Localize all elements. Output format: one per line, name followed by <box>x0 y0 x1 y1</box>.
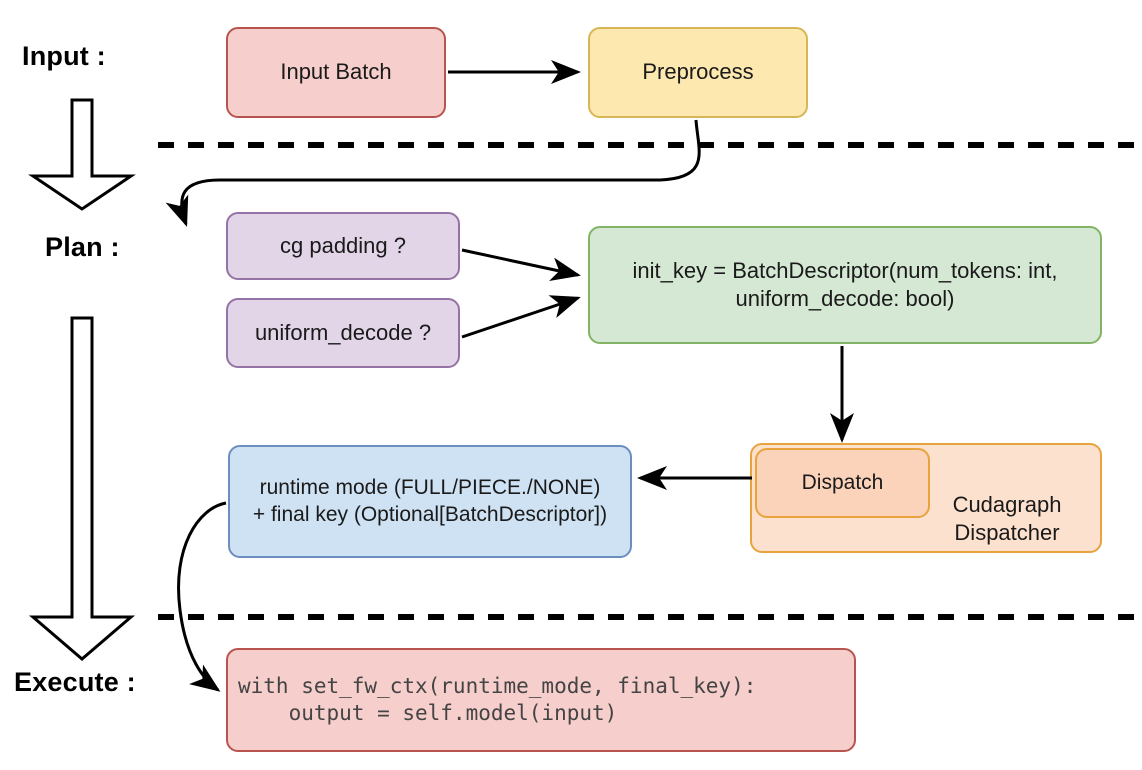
edge-preprocess-to-cg-padding <box>165 119 701 227</box>
node-dispatch-label: Dispatch <box>801 470 884 494</box>
node-preprocess-label: Preprocess <box>642 59 754 85</box>
node-input-batch[interactable]: Input Batch <box>226 27 446 118</box>
node-input-batch-label: Input Batch <box>280 59 392 85</box>
node-init-key-line2: uniform_decode: bool) <box>735 286 955 311</box>
node-runtime-mode[interactable]: runtime mode (FULL/PIECE./NONE) + final … <box>228 445 632 558</box>
edge-cg-padding-to-init-key <box>461 248 581 282</box>
node-init-key[interactable]: init_key = BatchDescriptor(num_tokens: i… <box>588 226 1102 344</box>
node-cudagraph-dispatcher-line1: Cudagraph <box>952 491 1062 517</box>
node-execute-code-line1: with set_fw_ctx(runtime_mode, final_key)… <box>238 674 757 699</box>
stage-label-input: Input : <box>22 41 106 71</box>
node-uniform-decode-label: uniform_decode ? <box>254 319 432 345</box>
node-cg-padding-label: cg padding ? <box>280 232 406 258</box>
edge-runtime-mode-to-code <box>177 501 227 692</box>
node-cg-padding[interactable]: cg padding ? <box>226 212 460 280</box>
node-runtime-mode-line2: + final key (Optional[BatchDescriptor]) <box>252 502 608 526</box>
node-uniform-decode[interactable]: uniform_decode ? <box>226 298 460 368</box>
stage-arrow-input-to-plan <box>28 98 136 211</box>
node-preprocess[interactable]: Preprocess <box>588 27 808 118</box>
stage-label-plan: Plan : <box>45 232 120 262</box>
node-execute-code-line2: output = self.model(input) <box>238 701 618 725</box>
node-execute-code[interactable]: with set_fw_ctx(runtime_mode, final_key)… <box>226 648 856 752</box>
stage-label-execute: Execute : <box>14 667 136 697</box>
node-init-key-line1: init_key = BatchDescriptor(num_tokens: i… <box>632 257 1058 283</box>
node-cudagraph-dispatcher-line2: Dispatcher <box>954 519 1060 545</box>
stage-arrow-plan-to-execute <box>28 316 136 661</box>
node-runtime-mode-line1: runtime mode (FULL/PIECE./NONE) <box>259 475 601 499</box>
node-dispatch[interactable]: Dispatch <box>755 448 930 518</box>
edge-uniform-decode-to-init-key <box>461 295 581 339</box>
